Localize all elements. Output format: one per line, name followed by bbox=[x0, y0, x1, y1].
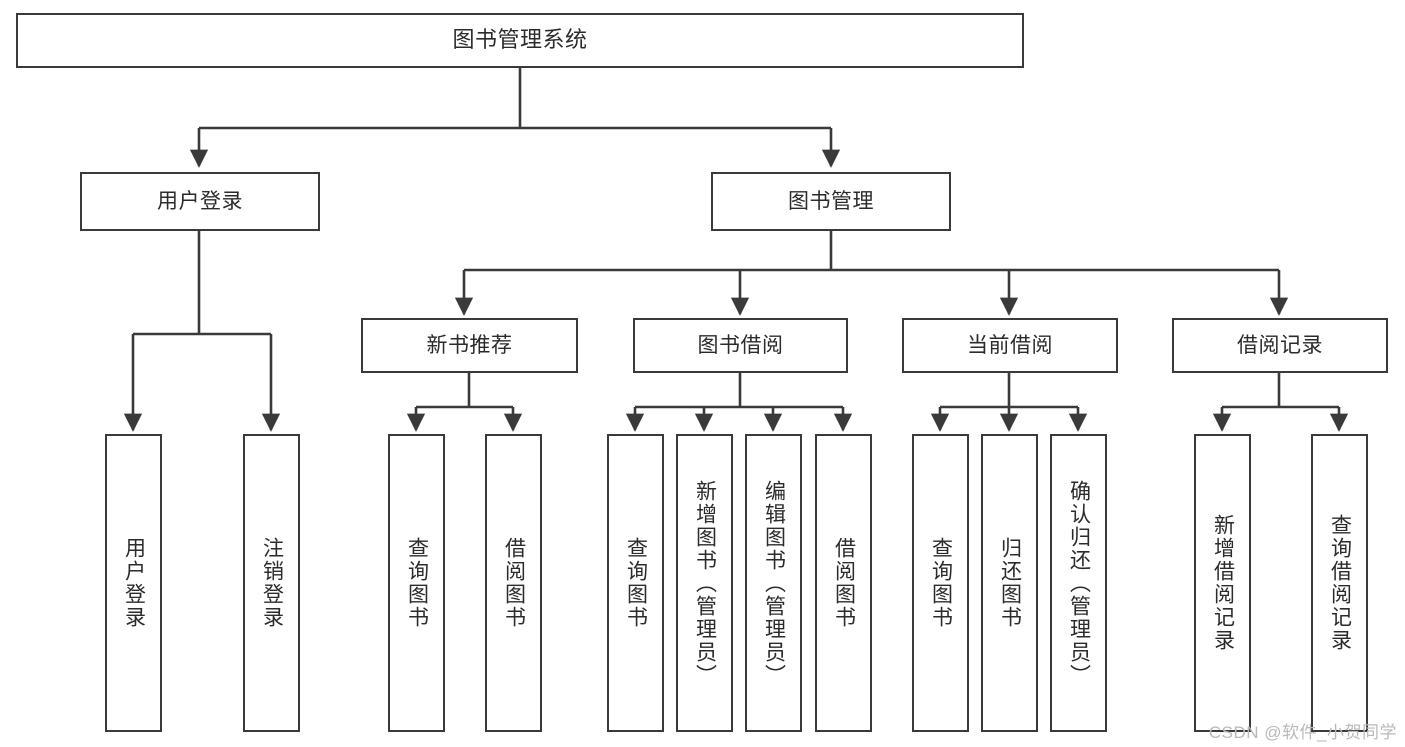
node-label: 新增图书（管理员） bbox=[693, 479, 717, 687]
node-label: 用户登录 bbox=[122, 537, 146, 629]
node-label: 归还图书 bbox=[998, 537, 1022, 629]
leaf-user-login-signout[interactable]: 注销登录 bbox=[243, 434, 300, 732]
leaf-record-query-record[interactable]: 查询借阅记录 bbox=[1311, 434, 1368, 732]
leaf-borrow-edit-book-admin[interactable]: 编辑图书（管理员） bbox=[745, 434, 802, 732]
node-label: 借阅记录 bbox=[1237, 333, 1323, 357]
leaf-new-book-borrow[interactable]: 借阅图书 bbox=[485, 434, 542, 732]
node-label: 图书借阅 bbox=[697, 333, 784, 357]
node-label: 借阅图书 bbox=[832, 537, 856, 629]
node-label: 借阅图书 bbox=[502, 537, 526, 629]
node-label: 新书推荐 bbox=[426, 333, 513, 357]
node-book-borrow[interactable]: 图书借阅 bbox=[633, 318, 848, 373]
leaf-borrow-borrow-book[interactable]: 借阅图书 bbox=[815, 434, 872, 732]
node-label: 图书管理 bbox=[788, 189, 874, 213]
node-label: 新增借阅记录 bbox=[1211, 514, 1235, 652]
node-book-management[interactable]: 图书管理 bbox=[711, 172, 951, 231]
leaf-borrow-add-book-admin[interactable]: 新增图书（管理员） bbox=[676, 434, 733, 732]
node-root-system[interactable]: 图书管理系统 bbox=[16, 13, 1024, 68]
leaf-new-book-query[interactable]: 查询图书 bbox=[388, 434, 445, 732]
node-label: 编辑图书（管理员） bbox=[762, 479, 786, 687]
node-label: 确认归还（管理员） bbox=[1067, 479, 1091, 687]
leaf-record-add-record[interactable]: 新增借阅记录 bbox=[1194, 434, 1251, 732]
node-label: 查询图书 bbox=[405, 537, 429, 629]
leaf-current-return-book[interactable]: 归还图书 bbox=[981, 434, 1038, 732]
node-label: 图书管理系统 bbox=[452, 27, 588, 53]
node-label: 用户登录 bbox=[157, 189, 243, 213]
node-label: 注销登录 bbox=[260, 537, 284, 629]
leaf-current-query-book[interactable]: 查询图书 bbox=[912, 434, 969, 732]
leaf-borrow-query-book[interactable]: 查询图书 bbox=[607, 434, 664, 732]
node-label: 当前借阅 bbox=[967, 333, 1053, 357]
node-current-borrow[interactable]: 当前借阅 bbox=[902, 318, 1118, 373]
node-label: 查询图书 bbox=[624, 537, 648, 629]
node-label: 查询借阅记录 bbox=[1328, 514, 1352, 652]
node-new-book-recommend[interactable]: 新书推荐 bbox=[361, 318, 578, 373]
node-label: 查询图书 bbox=[929, 537, 953, 629]
watermark-text: CSDN @软件_小贺同学 bbox=[1208, 723, 1397, 742]
node-borrow-record[interactable]: 借阅记录 bbox=[1172, 318, 1388, 373]
leaf-current-confirm-return-admin[interactable]: 确认归还（管理员） bbox=[1050, 434, 1107, 732]
node-user-login[interactable]: 用户登录 bbox=[80, 172, 320, 231]
leaf-user-login-signin[interactable]: 用户登录 bbox=[105, 434, 162, 732]
